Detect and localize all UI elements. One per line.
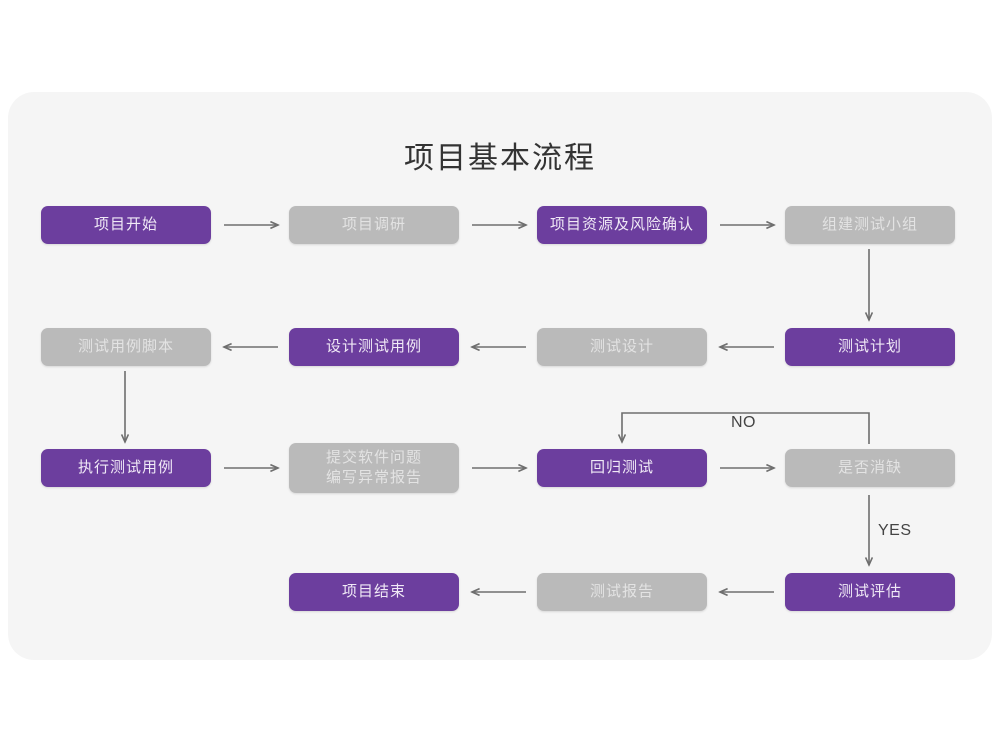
node-form-test-team[interactable]: 组建测试小组 xyxy=(785,206,955,244)
node-test-evaluation[interactable]: 测试评估 xyxy=(785,573,955,611)
node-test-design[interactable]: 测试设计 xyxy=(537,328,707,366)
node-test-plan[interactable]: 测试计划 xyxy=(785,328,955,366)
node-defect-cleared[interactable]: 是否消缺 xyxy=(785,449,955,487)
node-test-case-script[interactable]: 测试用例脚本 xyxy=(41,328,211,366)
node-regression-test[interactable]: 回归测试 xyxy=(537,449,707,487)
node-project-start[interactable]: 项目开始 xyxy=(41,206,211,244)
node-execute-test-case[interactable]: 执行测试用例 xyxy=(41,449,211,487)
node-design-test-case[interactable]: 设计测试用例 xyxy=(289,328,459,366)
node-project-end[interactable]: 项目结束 xyxy=(289,573,459,611)
edge-label-no: NO xyxy=(731,414,756,431)
node-submit-issue-report[interactable]: 提交软件问题 编写异常报告 xyxy=(289,443,459,493)
page-title: 项目基本流程 xyxy=(404,142,596,175)
node-project-research[interactable]: 项目调研 xyxy=(289,206,459,244)
node-test-report[interactable]: 测试报告 xyxy=(537,573,707,611)
diagram-panel xyxy=(8,92,992,660)
node-resource-risk-confirm[interactable]: 项目资源及风险确认 xyxy=(537,206,707,244)
edge-label-yes: YES xyxy=(878,522,912,539)
